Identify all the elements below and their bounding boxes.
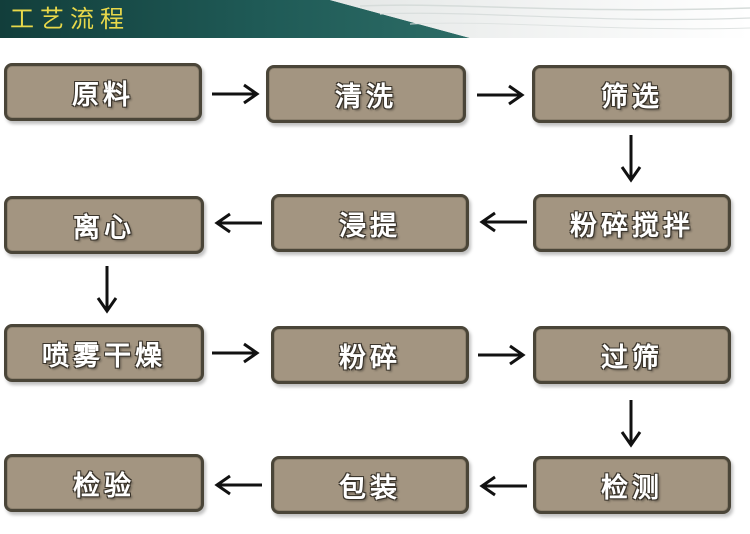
step-crushing-mixing: 粉碎搅拌 xyxy=(533,194,731,252)
step-testing: 检测 xyxy=(533,456,731,514)
arrow-right-icon xyxy=(478,344,526,366)
step-washing: 清洗 xyxy=(266,65,466,123)
arrow-down-icon xyxy=(620,135,642,183)
page-title: 工艺流程 xyxy=(10,5,130,33)
arrow-right-icon xyxy=(212,342,260,364)
step-pulverizing: 粉碎 xyxy=(271,326,469,384)
arrow-right-icon xyxy=(212,83,260,105)
arrow-left-icon xyxy=(479,475,527,497)
arrow-right-icon xyxy=(477,84,525,106)
step-inspection: 检验 xyxy=(4,454,204,512)
arrow-down-icon xyxy=(620,400,642,448)
step-raw-material: 原料 xyxy=(4,63,202,121)
step-extraction: 浸提 xyxy=(271,194,469,252)
step-packaging: 包装 xyxy=(271,456,469,514)
arrow-left-icon xyxy=(214,474,262,496)
step-spray-drying: 喷雾干燥 xyxy=(4,324,204,382)
step-screening: 筛选 xyxy=(532,65,732,123)
arrow-left-icon xyxy=(479,211,527,233)
step-sieving: 过筛 xyxy=(533,326,731,384)
step-centrifugation: 离心 xyxy=(4,196,204,254)
arrow-down-icon xyxy=(96,266,118,314)
header-bar: 工艺流程 xyxy=(0,0,750,38)
header-background xyxy=(0,0,750,38)
arrow-left-icon xyxy=(214,212,262,234)
